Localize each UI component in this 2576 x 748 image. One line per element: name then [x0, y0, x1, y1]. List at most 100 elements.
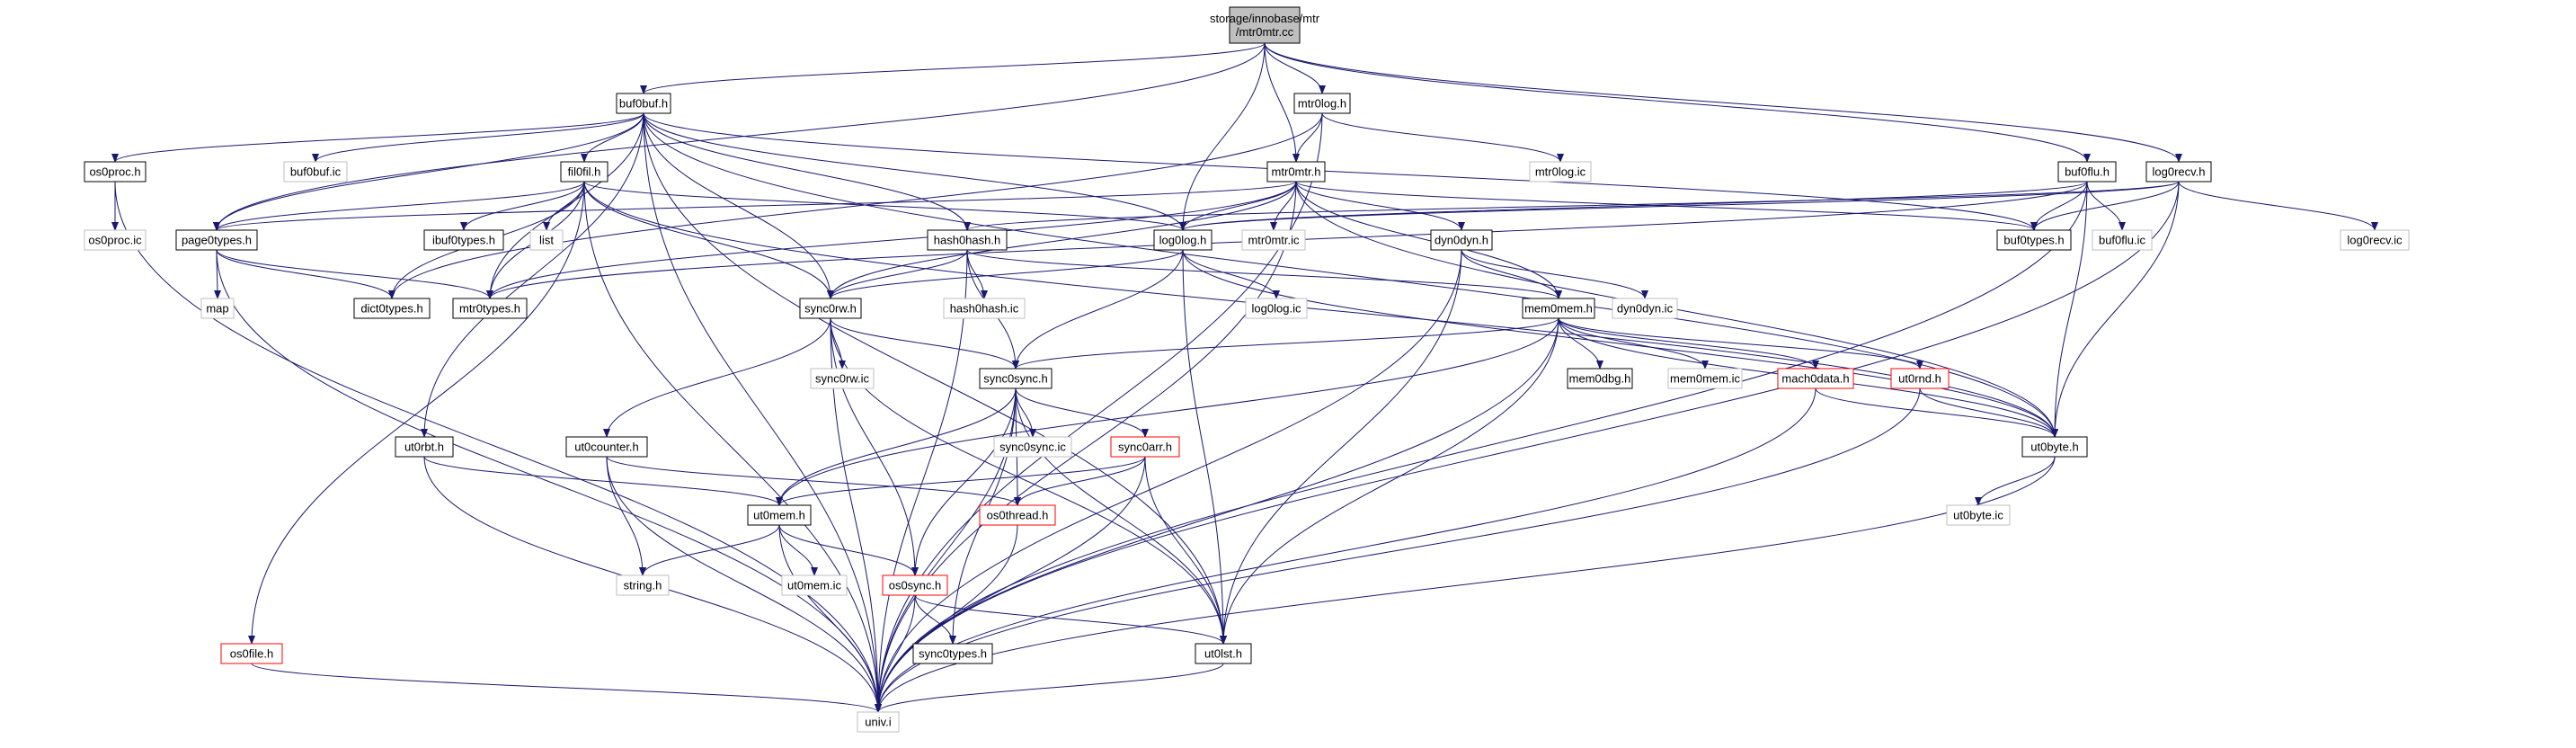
node-sync0rw-ic[interactable]: sync0rw.ic — [810, 368, 875, 389]
node-sync0arr-h[interactable]: sync0arr.h — [1110, 436, 1180, 458]
node-box — [529, 229, 564, 251]
edge-buf0flu_h-to-ut0byte_h — [2051, 181, 2088, 438]
node-hash0hash-h[interactable]: hash0hash.h — [927, 229, 1008, 251]
node-box — [1195, 643, 1252, 664]
edge-buf0buf_h-to-ut0lst_h — [643, 112, 1227, 645]
edge-ut0mem_h-to-os0sync_h — [778, 524, 919, 576]
node-ut0lst-h[interactable]: ut0lst.h — [1195, 643, 1252, 664]
node-label: ibuf0types.h — [432, 234, 495, 247]
node-box — [781, 574, 848, 596]
node-label: sync0sync.ic — [999, 441, 1066, 454]
node-dyn0dyn-h[interactable]: dyn0dyn.h — [1430, 229, 1493, 251]
node-ut0rbt-h[interactable]: ut0rbt.h — [395, 436, 454, 458]
edge-mtr0mtr_h-to-page0types_h — [213, 181, 1297, 231]
node-sync0types-h[interactable]: sync0types.h — [912, 643, 993, 664]
edge-page0types_h-to-univ_i — [216, 249, 882, 713]
node-box — [2021, 436, 2088, 458]
node-os0proc-h[interactable]: os0proc.h — [84, 161, 147, 183]
node-label: storage/innobase/mtr — [1210, 12, 1320, 25]
node-univ-i[interactable]: univ.i — [857, 711, 900, 733]
node-log0log-ic[interactable]: log0log.ic — [1245, 298, 1308, 319]
node-os0file-h[interactable]: os0file.h — [220, 643, 283, 664]
node-ut0mem-ic[interactable]: ut0mem.ic — [781, 574, 848, 596]
node-label: sync0rw.h — [804, 302, 857, 316]
node-buf0buf-h[interactable]: buf0buf.h — [616, 93, 671, 114]
node-mem0mem-h[interactable]: mem0mem.h — [1522, 298, 1595, 319]
node-buf0flu-ic[interactable]: buf0flu.ic — [2092, 229, 2153, 251]
node-label: os0file.h — [230, 647, 273, 661]
node-hash0hash-ic[interactable]: hash0hash.ic — [943, 298, 1026, 319]
node-root[interactable]: storage/innobase/mtr/mtr0mtr.cc — [1210, 6, 1320, 44]
node-sync0sync-h[interactable]: sync0sync.h — [979, 368, 1053, 389]
node-log0recv-ic[interactable]: log0recv.ic — [2340, 229, 2410, 251]
edge-log0log_h-to-sync0rw_h — [827, 249, 1184, 299]
node-ut0byte-h[interactable]: ut0byte.h — [2021, 436, 2088, 458]
node-buf0buf-ic[interactable]: buf0buf.ic — [283, 161, 348, 183]
node-box — [993, 436, 1072, 458]
node-string-h[interactable]: string.h — [616, 574, 670, 596]
node-box — [810, 368, 875, 389]
node-label: log0recv.ic — [2347, 234, 2403, 247]
node-mtr0log-h[interactable]: mtr0log.h — [1293, 93, 1351, 114]
node-mem0dbg-h[interactable]: mem0dbg.h — [1567, 368, 1633, 389]
edge-mem0mem_h-to-mem0mem_ic — [1558, 317, 1709, 370]
node-map[interactable]: map — [200, 298, 235, 319]
edge-ut0counter_h-to-os0thread_h — [606, 456, 1021, 506]
node-box — [799, 298, 862, 319]
node-mach0data-h[interactable]: mach0data.h — [1777, 368, 1854, 389]
edge-ut0mem_h-to-univ_i — [778, 524, 882, 713]
node-box — [1946, 504, 2011, 526]
node-label: mtr0types.h — [459, 302, 520, 316]
node-ut0counter-h[interactable]: ut0counter.h — [565, 436, 648, 458]
node-label: string.h — [624, 579, 662, 592]
node-mtr0mtr-ic[interactable]: mtr0mtr.ic — [1241, 229, 1306, 251]
node-ut0byte-ic[interactable]: ut0byte.ic — [1946, 504, 2011, 526]
node-mtr0types-h[interactable]: mtr0types.h — [452, 298, 528, 319]
node-list[interactable]: list — [529, 229, 564, 251]
node-dyn0dyn-ic[interactable]: dyn0dyn.ic — [1612, 298, 1678, 319]
edge-dyn0dyn_h-to-mem0mem_h — [1461, 249, 1562, 299]
node-mtr0log-ic[interactable]: mtr0log.ic — [1529, 161, 1592, 183]
edge-ut0mem_h-to-string_h — [639, 524, 780, 576]
edge-log0log_h-to-ut0lst_h — [1182, 249, 1227, 645]
node-fil0fil-h[interactable]: fil0fil.h — [560, 161, 608, 183]
node-dict0types-h[interactable]: dict0types.h — [353, 298, 431, 319]
edge-root-to-mtr0log_h — [1264, 42, 1326, 94]
node-box — [1266, 161, 1326, 183]
edge-buf0buf_h-to-buf0buf_ic — [312, 112, 644, 163]
edge-ut0rbt_h-to-ut0mem_h — [423, 456, 783, 506]
node-buf0types-h[interactable]: buf0types.h — [1996, 229, 2072, 251]
node-os0thread-h[interactable]: os0thread.h — [979, 504, 1056, 526]
node-sync0sync-ic[interactable]: sync0sync.ic — [993, 436, 1072, 458]
node-box — [395, 436, 454, 458]
edge-root-to-page0types_h — [213, 42, 1266, 231]
edge-ut0byte_h-to-ut0byte_ic — [1975, 456, 2056, 506]
node-box — [1153, 229, 1212, 251]
node-label: os0thread.h — [987, 509, 1049, 522]
node-log0recv-h[interactable]: log0recv.h — [2145, 161, 2212, 183]
node-os0proc-ic[interactable]: os0proc.ic — [84, 229, 147, 251]
node-ut0mem-h[interactable]: ut0mem.h — [747, 504, 812, 526]
node-label: page0types.h — [182, 234, 252, 247]
node-label: ut0rnd.h — [1898, 372, 1941, 386]
edge-fil0fil_h-to-os0file_h — [248, 181, 585, 645]
node-ut0rnd-h[interactable]: ut0rnd.h — [1890, 368, 1950, 389]
edge-sync0arr_h-to-os0thread_h — [1014, 456, 1146, 506]
edge-sync0rw_h-to-os0sync_h — [830, 317, 919, 576]
edge-sync0sync_h-to-ut0mem_h — [776, 387, 1017, 506]
node-page0types-h[interactable]: page0types.h — [175, 229, 258, 251]
node-label: sync0sync.h — [983, 372, 1048, 386]
edge-buf0flu_h-to-buf0types_h — [2030, 181, 2088, 231]
node-mem0mem-ic[interactable]: mem0mem.ic — [1667, 368, 1743, 389]
node-box — [1110, 436, 1180, 458]
node-mtr0mtr-h[interactable]: mtr0mtr.h — [1266, 161, 1326, 183]
node-sync0rw-h[interactable]: sync0rw.h — [799, 298, 862, 319]
node-buf0flu-h[interactable]: buf0flu.h — [2057, 161, 2117, 183]
node-label: mem0mem.ic — [1670, 372, 1741, 386]
node-os0sync-h[interactable]: os0sync.h — [882, 574, 948, 596]
dependency-edges — [111, 42, 2378, 713]
node-log0log-h[interactable]: log0log.h — [1153, 229, 1212, 251]
edge-root-to-log0recv_h — [1264, 42, 2182, 163]
node-ibuf0types-h[interactable]: ibuf0types.h — [423, 229, 504, 251]
node-label: ut0byte.h — [2030, 441, 2079, 454]
